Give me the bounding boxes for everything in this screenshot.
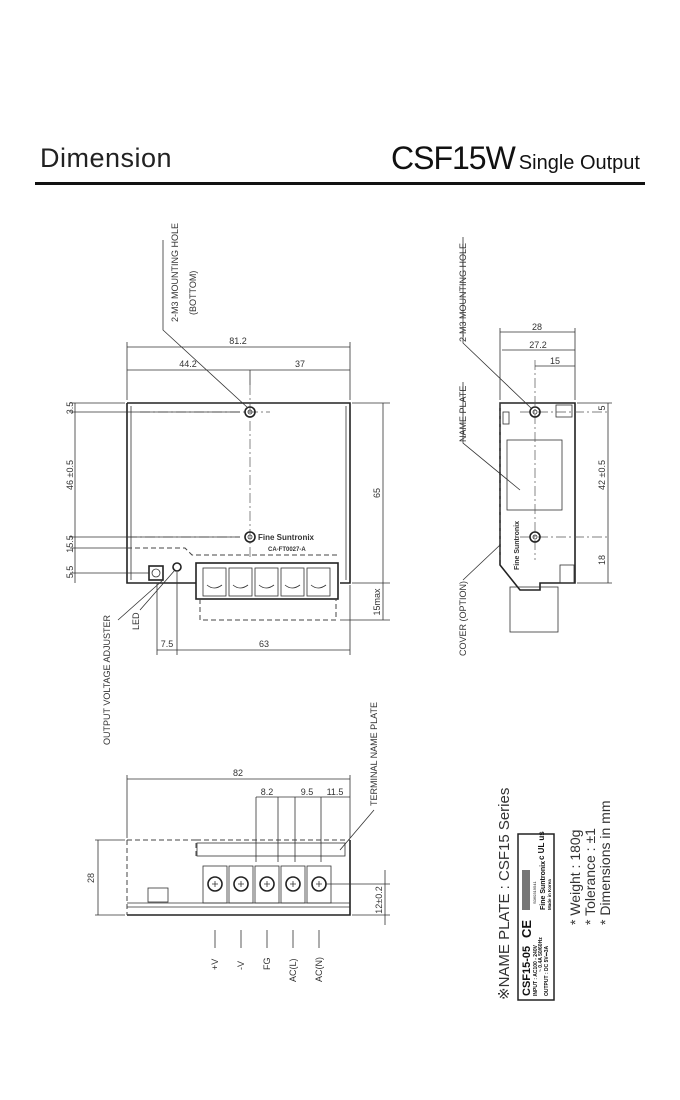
- adjuster-label: OUTPUT VOLTAGE ADJUSTER: [102, 614, 112, 745]
- dim-right: 37: [295, 359, 305, 369]
- barcode: [522, 870, 530, 910]
- dim-left: 44.2: [179, 359, 197, 369]
- dim-bottom: 15.5: [65, 535, 75, 553]
- dim-pitch-c: 11.5: [327, 787, 344, 797]
- name-plate-heading: ※NAME PLATE : CSF15 Series: [496, 788, 513, 1000]
- dim-terminal-height: 12±0.2: [374, 886, 384, 913]
- terminal-label: -V: [236, 961, 246, 970]
- bottom-outline: [127, 840, 351, 916]
- note-tolerance: * Tolerance : ±1: [582, 828, 598, 925]
- plate-origin: Made in Korea: [547, 879, 552, 910]
- plate-model: CSF15-05: [521, 946, 533, 996]
- ce-mark: CE: [519, 920, 534, 938]
- mounting-hole-sublabel: (BOTTOM): [188, 271, 198, 315]
- note-dimensions: * Dimensions in mm: [597, 801, 613, 925]
- plate-input-current: ~ 0.4A 50/60Hz: [538, 937, 544, 972]
- dim-depth: 28: [532, 322, 542, 332]
- dim-hole: 15: [550, 356, 560, 366]
- cover-label: COVER (OPTION): [458, 581, 468, 656]
- plate-serial: S060319541: [532, 881, 537, 904]
- dim-terminal: 15max: [372, 588, 382, 616]
- dim-side-hole-spacing: 42 ±0.5: [597, 460, 607, 490]
- terminal-label: +V: [210, 959, 220, 970]
- dim-adjuster: 5.5: [65, 566, 75, 579]
- name-plate-area: [506, 439, 563, 511]
- side-brand-label: Fine Suntronix: [514, 521, 521, 570]
- page-title: Dimension: [40, 143, 173, 173]
- side-mounting-hole-label: 2-M3 MOUNTING HOLE: [458, 243, 468, 342]
- plate-input: INPUT : AC100 - 240V: [533, 944, 539, 996]
- name-plate: CSF15-05 CE INPUT : AC100 - 240V ~ 0.4A …: [517, 831, 555, 1001]
- ul-mark: c UL us: [537, 831, 546, 860]
- mounting-hole-icon: [529, 406, 541, 418]
- mounting-hole-icon: [244, 406, 256, 418]
- header-divider: [35, 182, 645, 185]
- plate-output: OUTPUT : DC 5V⎓3A: [544, 946, 550, 996]
- side-view: Fine Suntronix 28 27.2 15 5 42 ±0.5 18 2…: [458, 237, 612, 656]
- model-name: CSF15W: [391, 140, 516, 176]
- dim-side-top: 5: [597, 405, 607, 410]
- bottom-view: 82 8.2 9.5 11.5 28 12±0.2 TERMINAL NAME …: [86, 702, 390, 982]
- mounting-hole-label: 2-M3 MOUNTING HOLE: [170, 223, 180, 322]
- mounting-hole-icon: [244, 531, 256, 543]
- note-weight: * Weight : 180g: [567, 830, 583, 925]
- dim-adjuster-offset: 7.5: [161, 639, 174, 649]
- dim-width: 81.2: [229, 336, 247, 346]
- model-subtitle: Single Output: [518, 152, 640, 174]
- brand-label: Fine Suntronix: [258, 533, 315, 542]
- voltage-adjuster: [148, 565, 164, 581]
- dim-side-bottom: 18: [597, 555, 607, 565]
- dim-pitch-a: 8.2: [261, 787, 274, 797]
- terminal-block: [195, 562, 339, 621]
- terminal-plate-label: TERMINAL NAME PLATE: [369, 702, 379, 806]
- dim-hole-spacing: 46 ±0.5: [65, 460, 75, 490]
- terminal-name-plate: [196, 842, 346, 857]
- dim-depth-inner: 27.2: [529, 340, 547, 350]
- dim-top: 3.5: [65, 402, 75, 415]
- name-plate-section: ※NAME PLATE : CSF15 Series CSF15-05 CE I…: [496, 788, 613, 1001]
- terminal-label: AC(L): [288, 958, 298, 982]
- side-outline: [499, 402, 576, 591]
- mounting-hole-icon: [529, 531, 541, 543]
- front-view: Fine Suntronix CA-FT0027-A 81.2 44.2 37 …: [65, 223, 390, 745]
- plate-brand: Fine Suntronix: [540, 861, 547, 910]
- terminal-label: AC(N): [314, 957, 324, 982]
- dim-bottom-width: 82: [233, 768, 243, 778]
- front-outline: [126, 402, 351, 584]
- name-plate-label: NAME PLATE: [458, 386, 468, 442]
- terminal-label: FG: [262, 958, 272, 971]
- dim-pitch-b: 9.5: [301, 787, 314, 797]
- part-number: CA-FT0027-A: [268, 547, 306, 553]
- led-icon: [172, 562, 182, 572]
- dim-bottom-height: 28: [86, 873, 96, 883]
- terminal-screws: [202, 865, 332, 904]
- dim-height: 65: [372, 488, 382, 498]
- led-label: LED: [131, 612, 141, 630]
- dim-terminal-width: 63: [259, 639, 269, 649]
